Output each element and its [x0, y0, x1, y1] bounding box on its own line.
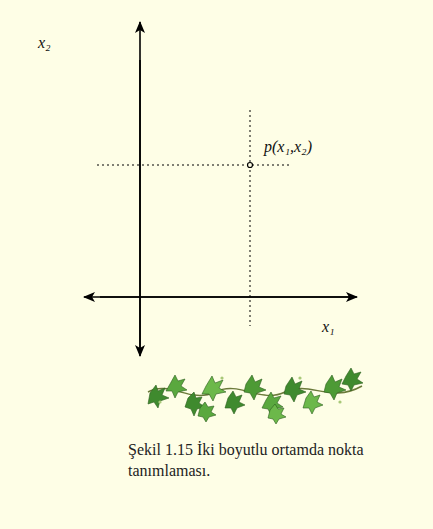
ivy-ornament	[148, 368, 363, 424]
guide-line	[250, 110, 251, 326]
axis-label: x₂	[38, 34, 51, 52]
axis-x2-down	[139, 60, 141, 356]
point	[248, 163, 253, 168]
axis-x1-left	[84, 296, 356, 298]
point-label: p(x₁,x₂)	[264, 138, 312, 156]
axis-x1	[100, 296, 357, 298]
figure-caption: Şekil 1.15 İki boyutlu ortamda nokta tan…	[128, 440, 418, 482]
axis-label: x₁	[322, 318, 335, 336]
guide-line	[97, 165, 290, 166]
